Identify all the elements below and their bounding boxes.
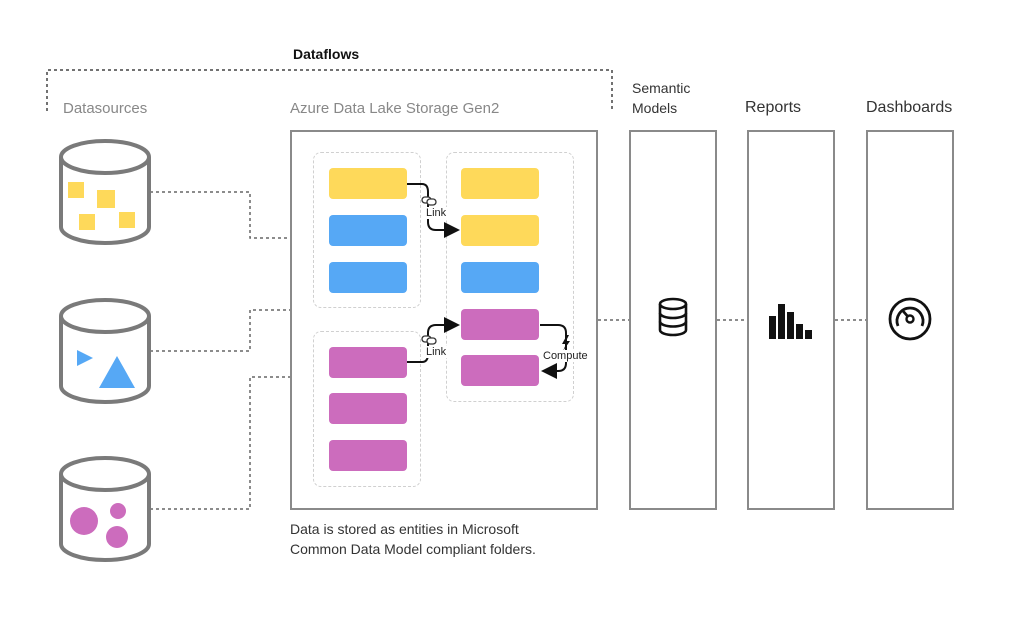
entity-yellow-linked-1 bbox=[461, 168, 539, 199]
datasources-label: Datasources bbox=[63, 100, 148, 117]
datasource-cylinder-3 bbox=[59, 456, 151, 562]
compute-arrow bbox=[540, 324, 567, 379]
entity-blue-1 bbox=[329, 215, 407, 246]
entity-group-source-1 bbox=[313, 152, 421, 308]
chain-link-icon bbox=[421, 335, 437, 345]
connector-datasource-3 bbox=[150, 376, 290, 510]
entity-group-target bbox=[446, 152, 574, 402]
entity-group-source-2 bbox=[313, 331, 421, 487]
connector-datasource-2 bbox=[150, 309, 290, 352]
dashboards-label: Dashboards bbox=[866, 99, 953, 116]
compute-label: Compute bbox=[541, 350, 590, 362]
connector-datasource-1 bbox=[150, 191, 290, 239]
link-label-top: Link bbox=[425, 207, 448, 219]
entity-pink-2 bbox=[329, 393, 407, 424]
adls-label: Azure Data Lake Storage Gen2 bbox=[290, 100, 500, 117]
link-label-bottom: Link bbox=[425, 346, 448, 358]
dataflows-bracket bbox=[46, 69, 613, 111]
blue-triangles-icon bbox=[77, 350, 135, 388]
datasource-cylinder-2 bbox=[59, 298, 151, 404]
entity-blue-linked bbox=[461, 262, 539, 293]
chain-link-icon bbox=[421, 196, 437, 206]
entity-pink-computed bbox=[461, 355, 539, 386]
yellow-squares-icon bbox=[68, 182, 135, 230]
entity-blue-2 bbox=[329, 262, 407, 293]
entity-pink-linked bbox=[461, 309, 539, 340]
entity-pink-1 bbox=[329, 347, 407, 378]
reports-label: Reports bbox=[745, 99, 802, 116]
database-icon bbox=[658, 297, 688, 337]
datasource-cylinder-1 bbox=[59, 139, 151, 245]
semantic-label-line2: Models bbox=[632, 100, 678, 116]
caption-line1: Data is stored as entities in Microsoft bbox=[290, 521, 519, 537]
entity-yellow-linked-2 bbox=[461, 215, 539, 246]
entity-pink-3 bbox=[329, 440, 407, 471]
dataflows-label: Dataflows bbox=[293, 46, 360, 62]
pink-circles-icon bbox=[70, 503, 128, 548]
semantic-label-line1: Semantic bbox=[632, 80, 691, 96]
entity-yellow-1 bbox=[329, 168, 407, 199]
semantic-models-box bbox=[629, 130, 717, 510]
bar-chart-icon bbox=[769, 304, 812, 339]
lightning-icon bbox=[562, 335, 570, 351]
caption-line2: Common Data Model compliant folders. bbox=[290, 541, 536, 557]
gauge-icon bbox=[888, 297, 932, 341]
